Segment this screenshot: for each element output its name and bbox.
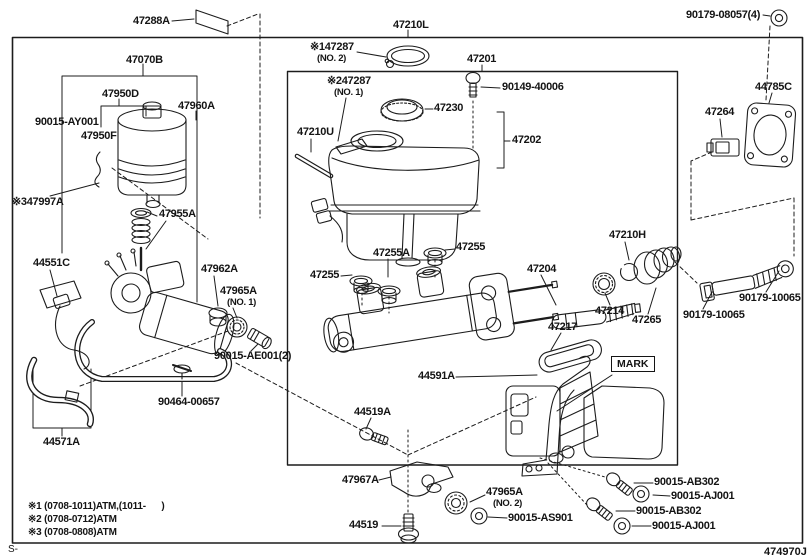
footnote-2: ※2 (0708-0712)ATM xyxy=(28,514,117,525)
part-label-44551C: 44551C xyxy=(33,257,70,269)
part-label-90179-08057: 90179-08057(4) xyxy=(686,9,761,21)
part-label-47950F: 47950F xyxy=(81,130,117,142)
part-label-47287-no2: ※147287(NO. 2) xyxy=(310,41,354,64)
right-panel-drawing xyxy=(706,9,797,168)
part-label-90015-AS901: 90015-AS901 xyxy=(508,512,573,524)
brake-actuator-drawing xyxy=(505,339,665,477)
part-label-47288A: 47288A xyxy=(133,15,170,27)
part-label-47965A-no1: 47965A(NO. 1) xyxy=(220,285,257,308)
part-label-90015-AB302-upper: 90015-AB302 xyxy=(654,476,720,488)
part-label-47997A: ※347997A xyxy=(12,196,64,208)
bottom-fasteners-drawing xyxy=(359,427,650,544)
dashed-lines xyxy=(79,13,795,456)
part-label-47950D: 47950D xyxy=(102,88,139,100)
leader-lines xyxy=(32,14,780,527)
grommet-sensor-drawing xyxy=(208,307,272,350)
part-label-47210U: 47210U xyxy=(297,126,334,138)
booster-pump-drawing xyxy=(26,101,235,428)
part-label-44785C: 44785C xyxy=(755,81,792,93)
part-label-47255A: 47255A xyxy=(373,247,410,259)
part-label-44519: 44519 xyxy=(349,519,379,531)
part-label-44519A: 44519A xyxy=(354,406,391,418)
part-label-47230: 47230 xyxy=(434,102,464,114)
part-label-47070B: 47070B xyxy=(126,54,163,66)
footnote-3: ※3 (0708-0808)ATM xyxy=(28,527,117,538)
mark-box: MARK xyxy=(611,356,655,372)
part-label-90015-AJ001-lower: 90015-AJ001 xyxy=(652,520,716,532)
part-label-47962A: 47962A xyxy=(201,263,238,275)
part-label-90464-00657: 90464-00657 xyxy=(158,396,220,408)
footnote-1: ※1 (0708-1011)ATM,(1011- ) xyxy=(28,501,165,512)
caution-plate-drawing xyxy=(195,9,229,35)
part-label-47202: 47202 xyxy=(512,134,542,146)
part-label-90015-AJ001-upper: 90015-AJ001 xyxy=(671,490,735,502)
part-label-47255-right: 47255 xyxy=(456,241,486,253)
footer-page-code: S- xyxy=(8,544,18,555)
part-label-90179-10065-right: 90179-10065 xyxy=(739,292,801,304)
part-label-47265: 47265 xyxy=(632,314,662,326)
part-label-90015-AE001: 90015-AE001(2) xyxy=(214,350,292,362)
part-label-47210L: 47210L xyxy=(393,19,429,31)
part-label-47217: 47217 xyxy=(548,321,578,333)
inner-frame xyxy=(286,70,679,466)
part-label-47960A: 47960A xyxy=(178,100,215,112)
part-label-44571A: 44571A xyxy=(43,436,80,448)
part-label-47204: 47204 xyxy=(527,263,557,275)
part-label-90015-AB302-lower: 90015-AB302 xyxy=(636,505,702,517)
part-label-90149-40006: 90149-40006 xyxy=(502,81,564,93)
part-label-47955A: 47955A xyxy=(159,208,196,220)
part-label-44591A: 44591A xyxy=(418,370,455,382)
dotted-lines xyxy=(361,100,606,514)
part-label-47264: 47264 xyxy=(705,106,735,118)
part-label-47210H: 47210H xyxy=(609,229,646,241)
part-label-47967A: 47967A xyxy=(342,474,379,486)
part-label-47214: 47214 xyxy=(595,305,625,317)
figure-code: 474970J xyxy=(764,546,807,558)
part-label-90015-AY001: 90015-AY001 xyxy=(35,116,99,128)
part-label-47965A-no2: 47965A(NO. 2) xyxy=(486,486,523,509)
master-cylinder-drawing xyxy=(323,246,794,353)
part-label-47287-no1: ※247287(NO. 1) xyxy=(327,75,371,98)
part-label-47255-left: 47255 xyxy=(310,269,340,281)
reservoir-drawing xyxy=(294,45,481,267)
part-label-90179-10065-left: 90179-10065 xyxy=(683,309,745,321)
part-label-47201: 47201 xyxy=(467,53,497,65)
